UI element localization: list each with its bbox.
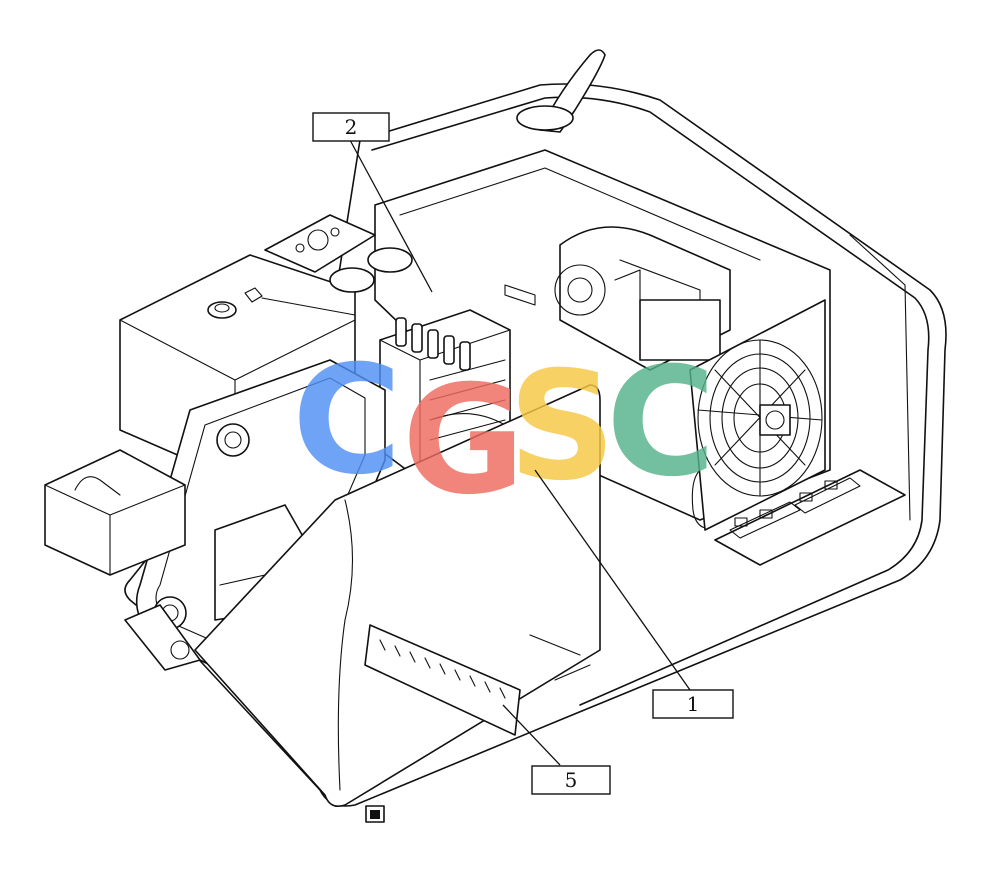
leader-lines [349,139,691,766]
watermark-letter: G [402,354,525,528]
callout-label-5: 5 [565,768,578,792]
watermark-letter: C [292,334,402,508]
leader-line-2 [349,139,433,293]
front-cover [194,384,601,823]
callout-label-2: 2 [345,115,358,139]
callout-1: 1 [652,689,734,719]
watermark-letter: S [508,340,616,514]
watermark: C G S C [292,334,716,528]
watermark-letter: C [606,336,716,510]
side-step [44,449,186,576]
leader-line-1 [534,469,691,691]
callout-2: 2 [312,112,390,142]
leader-line-5 [502,704,561,766]
callout-label-1: 1 [687,692,700,716]
radiator-fan [689,299,826,531]
battery-tray [714,469,906,566]
callout-5: 5 [531,765,611,795]
